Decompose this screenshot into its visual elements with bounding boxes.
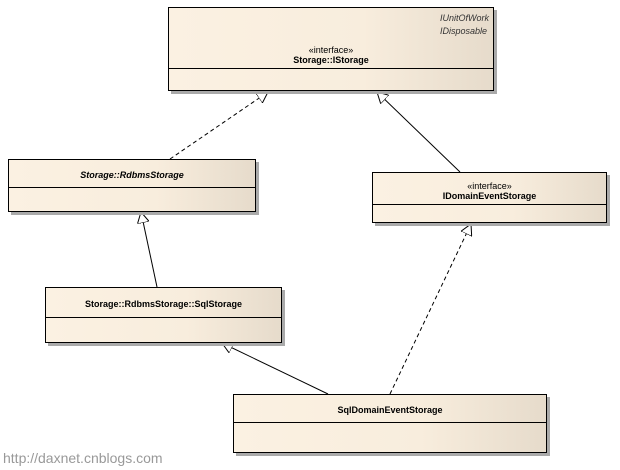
stereotype: «interface» [467, 181, 512, 191]
class-name: Storage::RdbmsStorage [80, 170, 184, 180]
realization-sqldomain-to-idomain [389, 224, 471, 395]
generalization-sqlstorage-to-rdbms [141, 212, 158, 288]
class-name: Storage::IStorage [293, 55, 369, 65]
tag-idisposable: IDisposable [439, 26, 488, 36]
class-header: «interface» Storage::IStorage [169, 8, 493, 69]
generalization-idomain-to-istorage [377, 92, 461, 173]
class-header: Storage::RdbmsStorage::SqlStorage [46, 288, 281, 318]
class-name: SqlDomainEventStorage [337, 405, 443, 415]
class-idomain-event-storage[interactable]: «interface» IDomainEventStorage [372, 172, 607, 223]
class-sql-domain-event-storage[interactable]: SqlDomainEventStorage [233, 394, 547, 453]
watermark: http://daxnet.cnblogs.com [3, 450, 163, 466]
tag-iunitofwork: IUnitOfWork [439, 13, 489, 23]
class-name: Storage::RdbmsStorage::SqlStorage [84, 299, 243, 309]
class-name: IDomainEventStorage [442, 191, 537, 201]
generalization-sqldomain-to-sqlstorage [222, 343, 329, 395]
class-rdbms-storage[interactable]: Storage::RdbmsStorage [8, 159, 256, 212]
class-sql-storage[interactable]: Storage::RdbmsStorage::SqlStorage [45, 287, 282, 343]
class-header: «interface» IDomainEventStorage [373, 173, 606, 205]
realization-rdbms-to-istorage [169, 92, 268, 160]
class-istorage[interactable]: IUnitOfWork IDisposable «interface» Stor… [168, 7, 494, 91]
stereotype: «interface» [308, 45, 354, 55]
class-header: SqlDomainEventStorage [234, 395, 546, 423]
implemented-interfaces: IUnitOfWork IDisposable [440, 12, 489, 38]
class-header: Storage::RdbmsStorage [9, 160, 255, 188]
